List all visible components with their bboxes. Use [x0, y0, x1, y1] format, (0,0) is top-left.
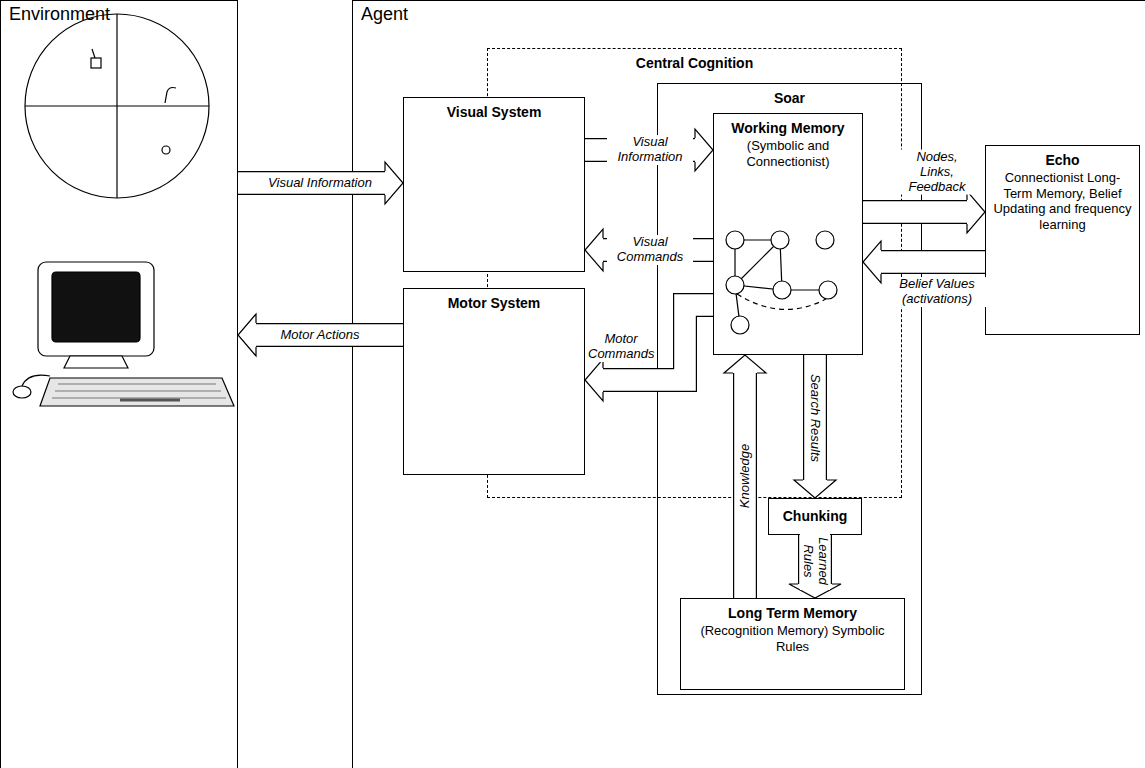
keyboard	[40, 378, 234, 406]
radar-circle	[25, 14, 209, 198]
arrow-head-fill	[794, 480, 836, 498]
radar-display	[25, 14, 209, 198]
keyboard-keys	[52, 384, 226, 398]
arrow-head-fill	[585, 229, 603, 271]
radar-blip-circle	[162, 146, 170, 154]
arrow-shaft-outline	[256, 323, 403, 347]
node-title: Echo	[986, 146, 1139, 168]
arrow-head	[385, 162, 403, 204]
node-title: Visual System	[404, 98, 584, 120]
network-node	[731, 316, 749, 334]
arrow-head	[863, 241, 881, 283]
monitor-screen	[52, 272, 140, 342]
arrow-head	[794, 480, 836, 498]
network-node	[773, 281, 791, 299]
arrow-shaft-outline	[803, 355, 827, 480]
echo-box: EchoConnectionist Long-Term Memory, Beli…	[985, 145, 1140, 335]
block-arrow	[585, 229, 713, 271]
arrow-head-fill	[238, 314, 256, 356]
arrow-head	[967, 191, 985, 233]
monitor-case	[38, 262, 154, 356]
arrow-label: Visual Information	[266, 176, 374, 191]
arrow-shaft-outline	[863, 200, 967, 224]
arrow-head-fill	[385, 162, 403, 204]
arrow-head-fill	[863, 241, 881, 283]
arrow-shaft	[256, 324, 403, 346]
network-node	[771, 231, 789, 249]
arrow-label: Motor Actions	[279, 328, 362, 343]
arrow-head	[724, 355, 766, 373]
radar-blip-tick	[92, 49, 95, 58]
monitor-stand	[64, 356, 128, 368]
arrow-label: Learned Rules	[800, 532, 830, 590]
arrow-head-fill	[585, 359, 603, 401]
arrow-shaft	[734, 373, 756, 598]
arrow-shaft	[804, 355, 826, 480]
arrow-shaft	[863, 201, 967, 223]
long-term-memory-box: Long Term Memory(Recognition Memory) Sym…	[680, 598, 905, 690]
mouse-cord	[22, 375, 50, 386]
arrow-head	[238, 314, 256, 356]
arrow-label: Motor Commands	[586, 332, 656, 362]
block-arrow	[863, 191, 985, 233]
block-arrow	[724, 355, 766, 598]
chunking-box: Chunking	[768, 498, 862, 535]
network-node	[726, 276, 744, 294]
radar-blip-square	[91, 58, 101, 68]
arrow-head	[585, 359, 603, 401]
keyboard-spacebar	[120, 399, 180, 402]
block-arrow	[238, 314, 403, 356]
block-arrow	[585, 129, 713, 171]
mouse	[13, 386, 31, 398]
node-title: Working Memory	[714, 114, 862, 136]
radar-blip-hook	[165, 88, 176, 104]
node-title: Long Term Memory	[681, 599, 904, 621]
environment-region: Environment	[0, 0, 238, 768]
arrow-shaft	[238, 172, 385, 194]
arrow-head-fill	[967, 191, 985, 233]
arrow-label: Visual Information	[607, 135, 693, 165]
arrow-head-fill	[724, 355, 766, 373]
network-node	[816, 231, 834, 249]
node-title: Motor System	[404, 289, 584, 311]
arrow-label: Belief Values (activations)	[883, 277, 991, 307]
arrow-head-fill	[695, 129, 713, 171]
node-title: Chunking	[769, 499, 861, 524]
node-title: Environment	[1, 1, 237, 28]
network-node	[726, 231, 744, 249]
computer-icon	[13, 262, 234, 406]
node-description: (Recognition Memory) Symbolic Rules	[681, 621, 904, 654]
arrow-shaft-outline	[733, 373, 757, 598]
motor-system-box: Motor System	[403, 288, 585, 475]
arrow-head	[585, 229, 603, 271]
network-node	[819, 281, 837, 299]
block-arrow	[238, 162, 403, 204]
arrow-shaft	[881, 251, 985, 273]
visual-system-box: Visual System	[403, 97, 585, 272]
radar-axis	[116, 14, 117, 198]
arrow-shaft-outline	[238, 171, 385, 195]
block-arrow	[794, 355, 836, 498]
arrow-shaft-outline	[881, 250, 985, 274]
node-title: Central Cognition	[488, 49, 901, 71]
arrow-label: Knowledge	[738, 442, 753, 510]
arrow-label: Search Results	[808, 372, 823, 464]
arrow-head	[695, 129, 713, 171]
arrow-label: Nodes, Links, Feedback	[899, 150, 975, 195]
arrow-label: Visual Commands	[607, 235, 693, 265]
node-description: (Symbolic and Connectionist)	[714, 136, 862, 169]
block-arrow	[585, 305, 713, 401]
node-title: Agent	[353, 1, 1145, 28]
node-title: Soar	[658, 84, 921, 106]
node-description: Connectionist Long-Term Memory, Belief U…	[986, 168, 1139, 232]
